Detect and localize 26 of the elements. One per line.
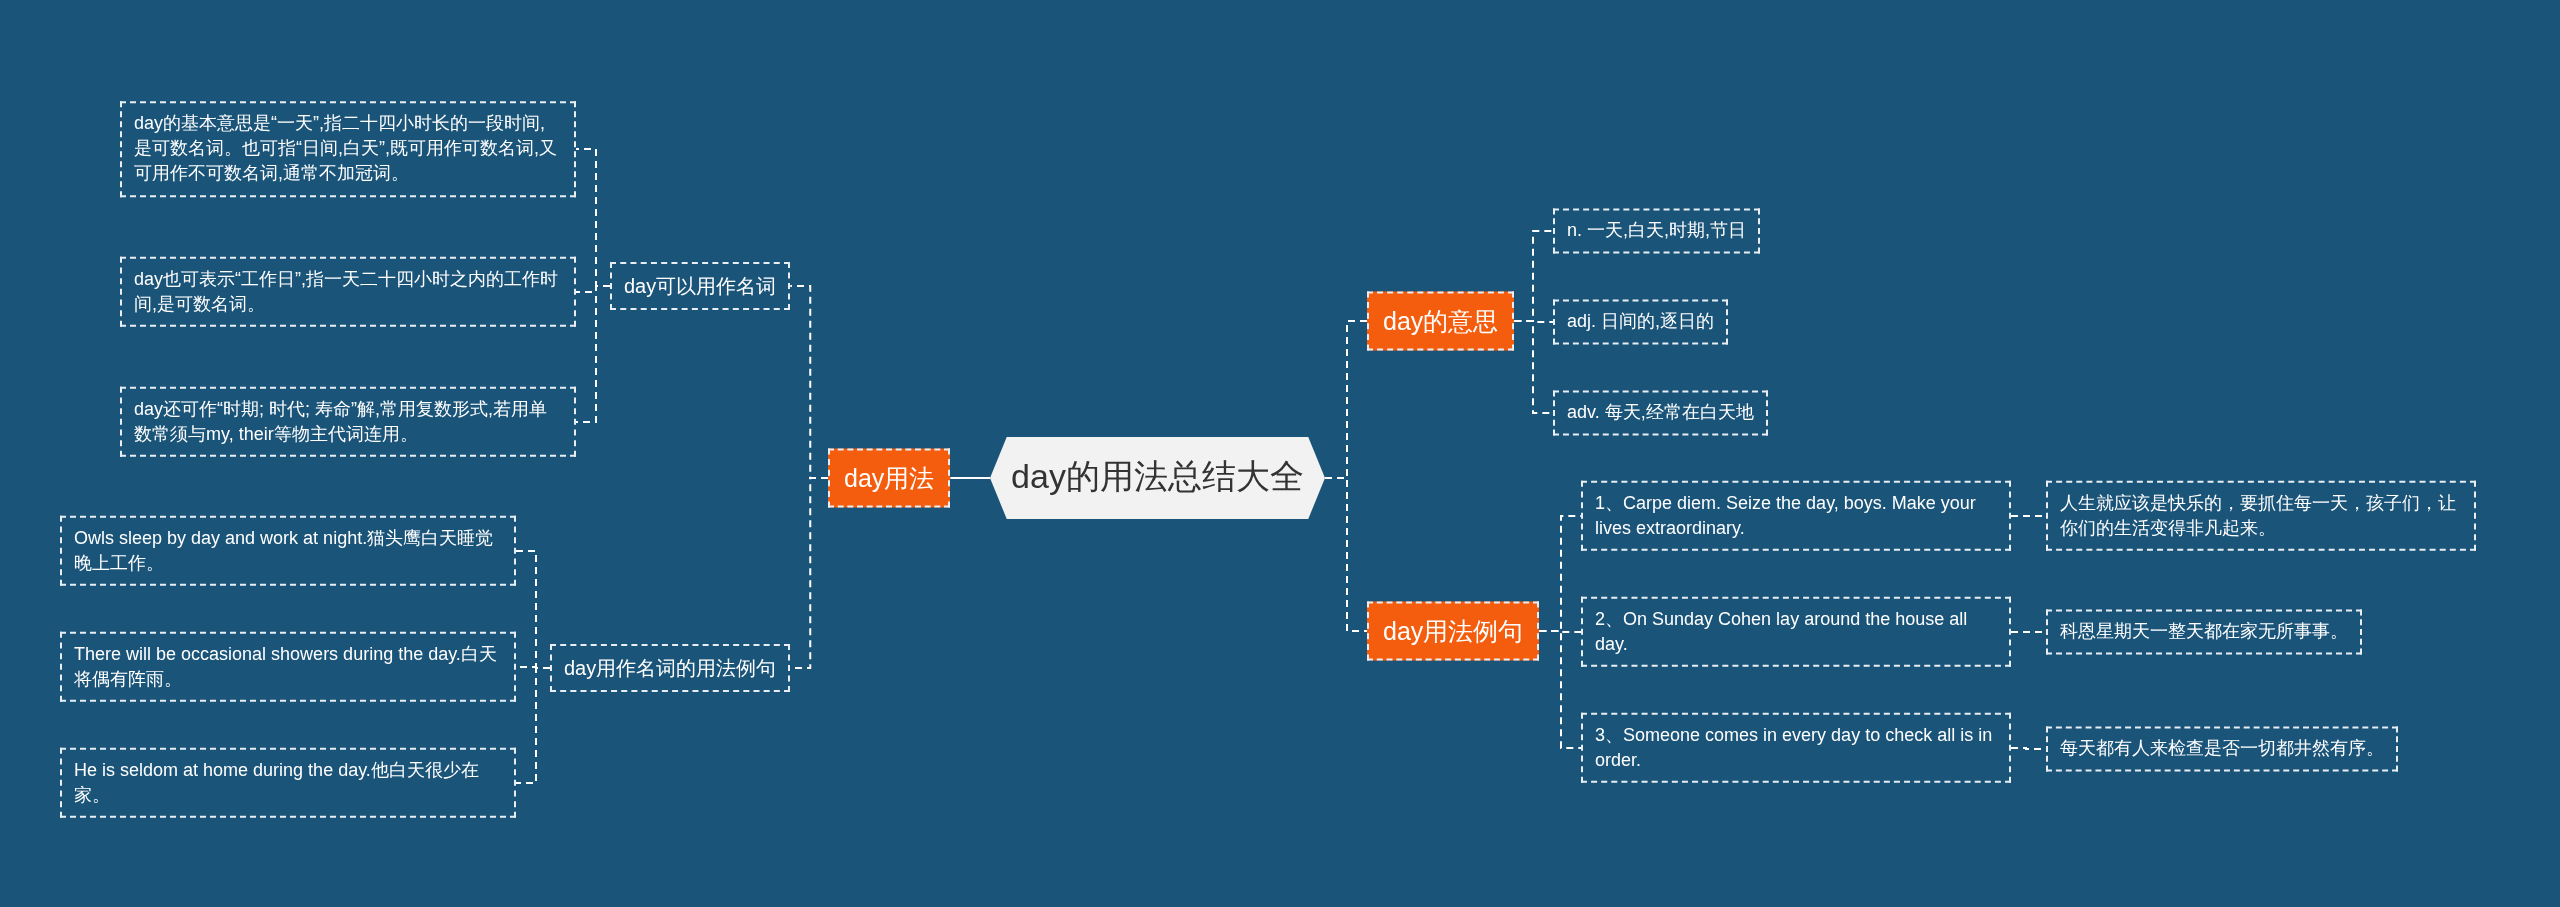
connector-line xyxy=(1538,630,1582,749)
detail-box: There will be occasional showers during the day.白天将偶有阵雨。 xyxy=(60,631,516,703)
detail-box: 2、On Sunday Cohen lay around the house all day. xyxy=(1581,596,2011,668)
detail-box: day也可表示“工作日”,指一天二十四小时之内的工作时间,是可数名词。 xyxy=(120,256,576,328)
connector-line xyxy=(515,667,551,784)
detail-box: 每天都有人来检查是否一切都井然有序。 xyxy=(2046,726,2398,772)
subtopic-box: day可以用作名词 xyxy=(610,262,791,310)
subtopic-box: day用作名词的用法例句 xyxy=(550,644,791,692)
connector-line xyxy=(949,477,991,479)
connector-line xyxy=(1324,477,1368,632)
central-topic: day的用法总结大全 xyxy=(990,437,1325,519)
detail-box: He is seldom at home during the day.他白天很少在家。 xyxy=(60,747,516,819)
detail-box: day的基本意思是“一天”,指二十四小时长的一段时间,是可数名词。也可指“日间,白天”,既可用作可数名词,又可用作不可数名词,通常不加冠词。 xyxy=(120,101,576,197)
detail-box: 3、Someone comes in every day to check all is in order. xyxy=(1581,712,2011,784)
detail-box: 科恩星期天一整天都在家无所事事。 xyxy=(2046,609,2362,655)
detail-box: day还可作“时期; 时代; 寿命”解,常用复数形式,若用单数常须与my, their等物主代词连用。 xyxy=(120,386,576,458)
detail-box: 人生就应该是快乐的，要抓住每一天，孩子们，让你们的生活变得非凡起来。 xyxy=(2046,480,2476,552)
connector-line xyxy=(575,285,611,423)
detail-box: Owls sleep by day and work at night.猫头鹰白天睡觉晚上工作。 xyxy=(60,515,516,587)
branch-topic: day的意思 xyxy=(1367,291,1515,351)
detail-box: n. 一天,白天,时期,节日 xyxy=(1553,208,1760,254)
detail-box: adj. 日间的,逐日的 xyxy=(1553,299,1729,345)
branch-topic: day用法例句 xyxy=(1367,601,1540,661)
detail-box: 1、Carpe diem. Seize the day, boys. Make your lives extraordinary. xyxy=(1581,480,2011,552)
branch-topic: day用法 xyxy=(828,448,951,508)
detail-box: adv. 每天,经常在白天地 xyxy=(1553,390,1768,436)
